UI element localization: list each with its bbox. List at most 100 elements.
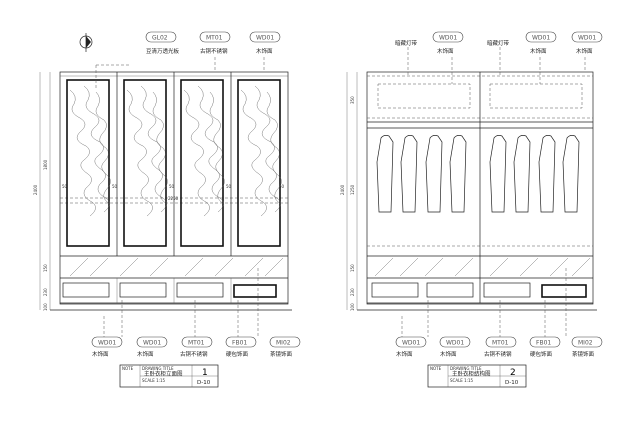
- svg-text:SCALE 1:15: SCALE 1:15: [450, 378, 474, 383]
- drawer: [176, 282, 224, 298]
- dim-label: 50: [169, 184, 175, 189]
- svg-text:WD01: WD01: [256, 35, 274, 42]
- svg-text:WD01: WD01: [402, 340, 420, 347]
- dim-label: 2250: [168, 196, 179, 201]
- svg-text:GL02: GL02: [152, 35, 168, 42]
- svg-text:古铜不锈钢: 古铜不锈钢: [484, 350, 512, 358]
- svg-text:SCALE 1:15: SCALE 1:15: [142, 378, 166, 383]
- dim-label: 350: [350, 96, 355, 104]
- material-tag: WD01 木饰面: [571, 31, 603, 72]
- svg-text:木饰面: 木饰面: [576, 47, 593, 55]
- left-elevation: 2400 1800 150 230 100 2250 50 50 50 50 5…: [33, 31, 301, 388]
- svg-text:硬包饰面: 硬包饰面: [226, 350, 249, 358]
- svg-text:木饰面: 木饰面: [437, 47, 454, 55]
- material-tag: MT01 古铜不锈钢: [199, 31, 231, 72]
- svg-text:木饰面: 木饰面: [530, 47, 547, 55]
- drawing-title: 主卧衣柜立面图: [144, 370, 183, 378]
- mirror-band-hatch: [69, 257, 284, 277]
- dim-label: 230: [43, 288, 48, 296]
- svg-text:DRAWING TITLE: DRAWING TITLE: [142, 366, 174, 371]
- material-tag: MT01 古铜不锈钢: [180, 300, 213, 358]
- dim-label: 2400: [340, 184, 345, 195]
- svg-text:NOTE: NOTE: [122, 366, 134, 371]
- drawer: [541, 284, 587, 298]
- svg-text:WD01: WD01: [578, 35, 596, 42]
- svg-text:MT01: MT01: [206, 35, 223, 42]
- lighting-note: 暗藏灯带: [487, 39, 510, 76]
- svg-text:木饰面: 木饰面: [256, 47, 273, 55]
- drawer: [119, 282, 167, 298]
- svg-text:茶镜饰面: 茶镜饰面: [572, 350, 595, 358]
- svg-text:WD01: WD01: [439, 35, 457, 42]
- svg-text:MI02: MI02: [276, 340, 291, 347]
- dim-label: 230: [350, 288, 355, 296]
- svg-text:木饰面: 木饰面: [92, 350, 109, 358]
- dim-label: 2400: [33, 184, 38, 195]
- svg-text:WD01: WD01: [446, 340, 464, 347]
- right-elevation: 2400 350 1250 150 230 100 暗藏灯带 WD01 木饰面 …: [340, 31, 603, 388]
- svg-text:硬包饰面: 硬包饰面: [530, 350, 553, 358]
- sheet-number: D-10: [505, 380, 519, 386]
- material-tag: FB01 硬包饰面: [529, 300, 561, 358]
- glass-panel: [237, 79, 282, 247]
- material-tag: WD01 木饰面: [395, 316, 427, 358]
- svg-text:木饰面: 木饰面: [396, 350, 413, 358]
- drawer: [371, 282, 419, 298]
- dim-label: 50: [279, 184, 285, 189]
- dim-label: 150: [43, 264, 48, 272]
- material-tag: MT01 古铜不锈钢: [484, 300, 517, 358]
- svg-text:暗藏灯带: 暗藏灯带: [395, 39, 418, 47]
- svg-text:MI02: MI02: [578, 340, 593, 347]
- section-marker-icon: [79, 33, 93, 52]
- drawer: [233, 284, 277, 298]
- drawing-title: 主卧衣柜结构图: [452, 370, 491, 378]
- dim-label: 100: [350, 303, 355, 311]
- glass-panel: [180, 79, 225, 247]
- svg-text:木饰面: 木饰面: [440, 350, 457, 358]
- title-block: NOTE DRAWING TITLE 主卧衣柜结构图 SCALE 1:15 2 …: [427, 364, 527, 388]
- dim-label: 1250: [350, 184, 355, 195]
- drawing-number: 1: [202, 368, 208, 378]
- svg-text:WD01: WD01: [143, 340, 161, 347]
- drawing-number: 2: [510, 368, 516, 378]
- svg-text:MT01: MT01: [188, 340, 205, 347]
- hanging-clothes: [376, 134, 580, 213]
- svg-text:WD01: WD01: [532, 35, 550, 42]
- svg-text:NOTE: NOTE: [430, 366, 442, 371]
- svg-text:WD01: WD01: [98, 340, 116, 347]
- material-tag: GL02 豆清万透光板: [95, 31, 180, 90]
- dim-label: 50: [62, 184, 68, 189]
- svg-text:FB01: FB01: [232, 340, 247, 347]
- title-block: NOTE DRAWING TITLE 主卧衣柜立面图 SCALE 1:15 1 …: [119, 364, 219, 388]
- glass-panel: [66, 79, 111, 247]
- svg-text:木饰面: 木饰面: [137, 350, 154, 358]
- material-tag: WD01 木饰面: [427, 300, 471, 358]
- dim-label: 50: [112, 184, 118, 189]
- svg-text:豆清万透光板: 豆清万透光板: [146, 47, 180, 55]
- material-tag: MI02 茶镜饰面: [565, 268, 603, 358]
- material-tag: WD01 木饰面: [432, 31, 464, 84]
- material-tag: WD01 木饰面: [121, 300, 168, 358]
- drawer: [483, 282, 531, 298]
- dim-label: 100: [43, 303, 48, 311]
- svg-text:暗藏灯带: 暗藏灯带: [487, 39, 510, 47]
- dim-label: 150: [350, 264, 355, 272]
- material-tag: WD01 木饰面: [249, 31, 281, 72]
- material-tag: MI02 茶镜饰面: [257, 268, 301, 358]
- material-tag: WD01 木饰面: [525, 31, 557, 84]
- svg-text:DRAWING TITLE: DRAWING TITLE: [450, 366, 482, 371]
- material-tag: WD01 木饰面: [91, 316, 123, 358]
- svg-text:FB01: FB01: [536, 340, 551, 347]
- dim-label: 1800: [43, 159, 48, 170]
- svg-text:古铜不锈钢: 古铜不锈钢: [180, 350, 208, 358]
- drawer: [426, 282, 474, 298]
- lighting-note: 暗藏灯带: [395, 39, 418, 76]
- mirror-band-hatch: [374, 257, 591, 277]
- sheet-number: D-10: [197, 380, 211, 386]
- svg-text:MT01: MT01: [492, 340, 509, 347]
- glass-panel: [123, 79, 168, 247]
- material-tag: FB01 硬包饰面: [225, 300, 257, 358]
- svg-text:茶镜饰面: 茶镜饰面: [270, 350, 293, 358]
- dim-label: 50: [226, 184, 232, 189]
